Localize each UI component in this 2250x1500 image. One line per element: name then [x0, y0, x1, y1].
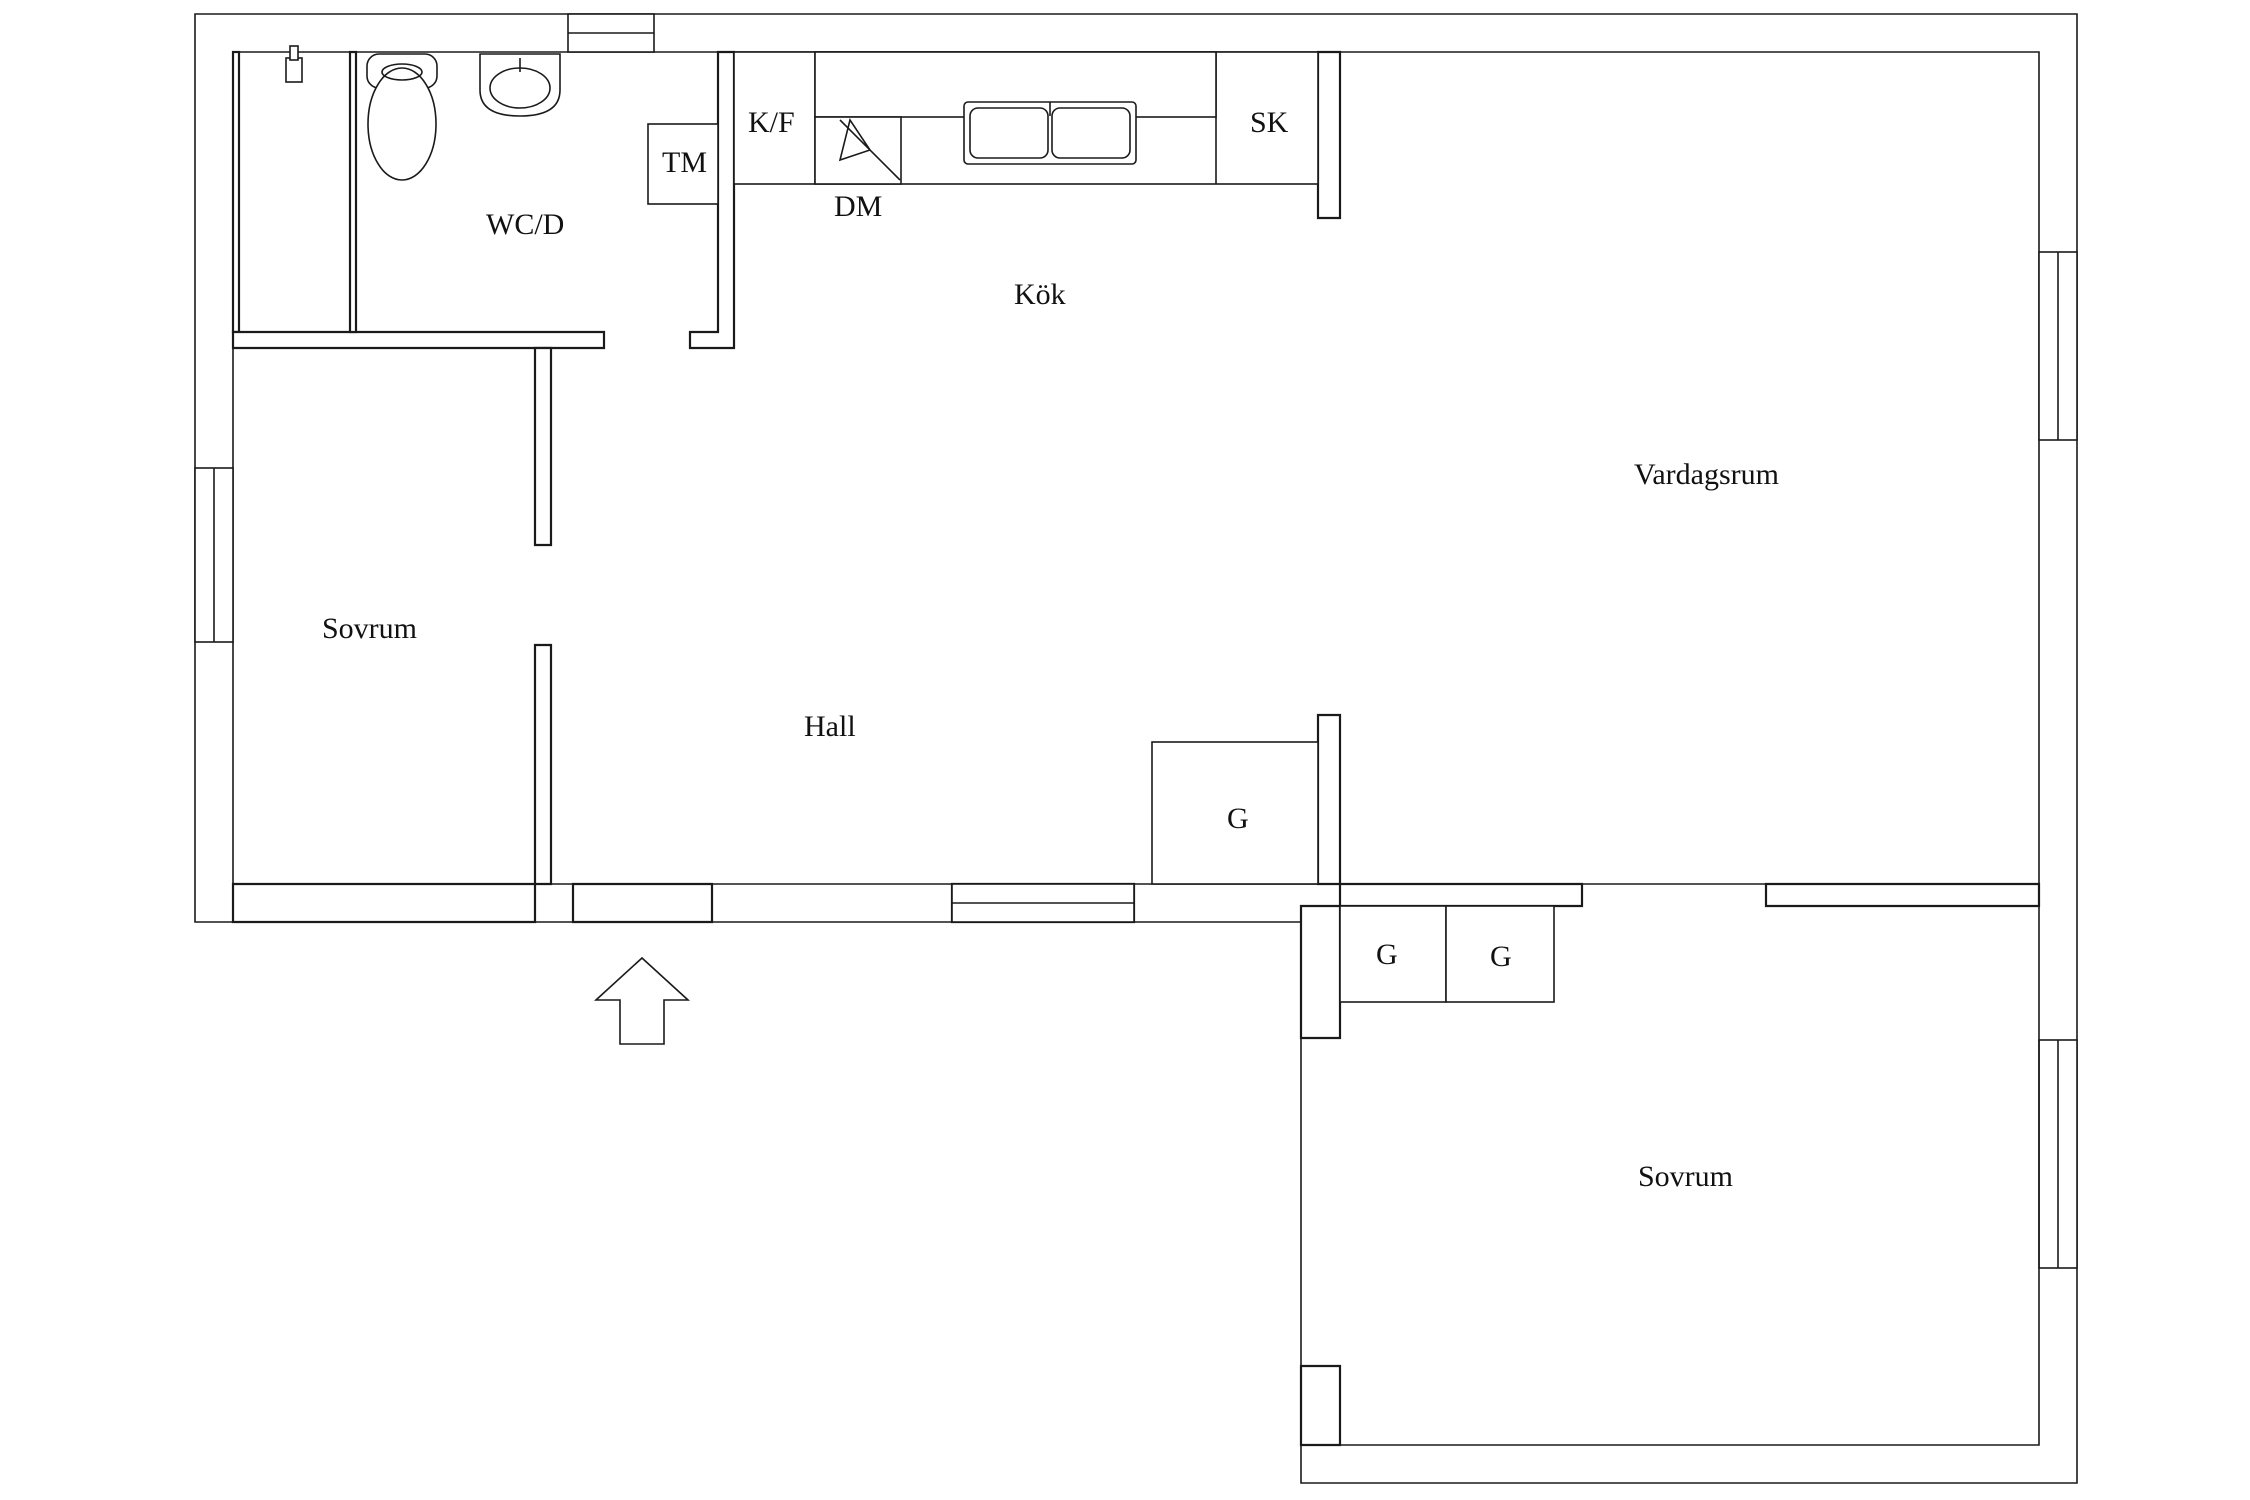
label-kf: K/F — [748, 106, 795, 139]
entrance-arrow-icon — [593, 956, 691, 1045]
kitchen-sink-icon — [963, 101, 1137, 165]
label-sovrum-left: Sovrum — [322, 612, 417, 645]
label-kok: Kök — [1014, 278, 1066, 311]
label-hall: Hall — [804, 710, 856, 743]
label-sovrum-right: Sovrum — [1638, 1160, 1733, 1193]
outer-walls — [194, 13, 2078, 1484]
storage-pair — [1339, 905, 1555, 1003]
label-dm: DM — [834, 190, 882, 223]
label-vardagsrum: Vardagsrum — [1634, 458, 1779, 491]
label-g-1: G — [1376, 938, 1398, 971]
sink-icon — [479, 53, 561, 117]
label-tm: TM — [662, 146, 707, 179]
window-right-bedroom — [2038, 1039, 2078, 1269]
tm-cabinet — [647, 123, 719, 205]
label-wc-d: WC/D — [486, 208, 564, 241]
window-top — [567, 13, 655, 53]
room-labels: WC/D TM K/F DM SK Kök Vardagsrum Sovrum … — [322, 106, 1779, 1193]
storage-hall — [1151, 741, 1319, 885]
label-g-hall: G — [1227, 802, 1249, 835]
window-left — [194, 467, 234, 643]
label-g-2: G — [1490, 940, 1512, 973]
hall-bottom-window — [951, 883, 1135, 923]
label-sk: SK — [1250, 106, 1289, 139]
toilet-icon — [366, 53, 438, 181]
interior-walls — [231, 50, 2041, 1447]
window-right-living — [2038, 251, 2078, 441]
shower-icon — [285, 45, 303, 83]
